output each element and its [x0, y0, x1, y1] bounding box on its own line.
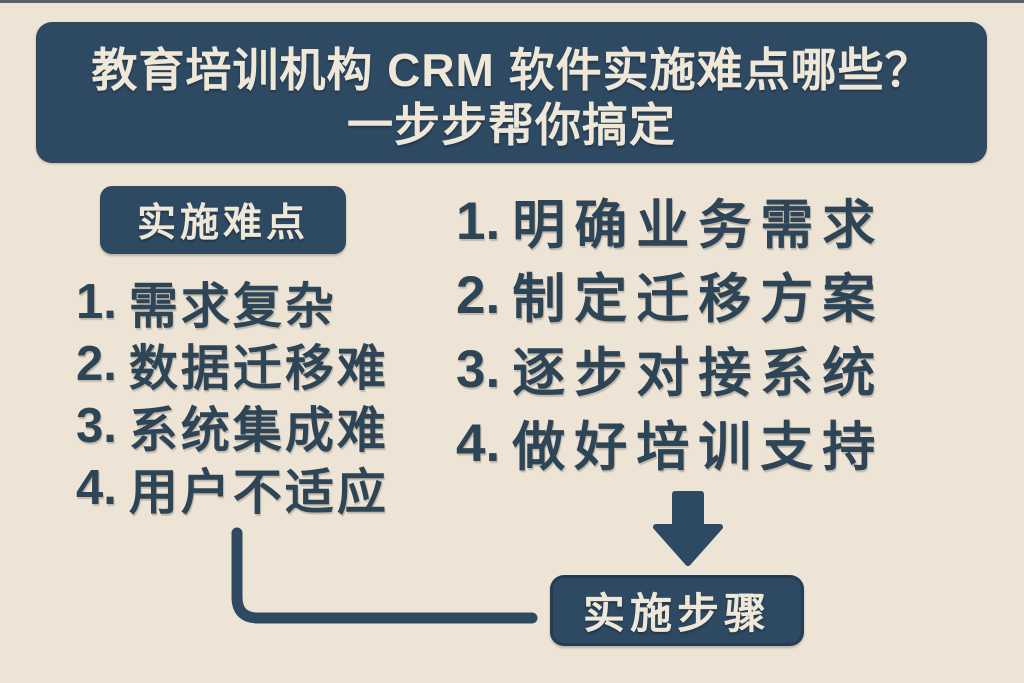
- item-number: 3.: [456, 339, 501, 399]
- steps-badge-label: 实施步骤: [582, 590, 771, 637]
- item-text: 用户不适应: [128, 465, 389, 520]
- title-line-2: 一步步帮你搞定: [347, 98, 676, 151]
- title-banner: 教育培训机构 CRM 软件实施难点哪些？ 一步步帮你搞定: [36, 22, 987, 163]
- down-arrow-icon: [650, 490, 726, 568]
- list-item: 2. 数据迁移难: [76, 333, 389, 396]
- steps-badge: 实施步骤: [550, 575, 804, 646]
- item-text: 系统集成难: [128, 403, 389, 458]
- item-text: 做好培训支持: [512, 418, 885, 477]
- item-number: 1.: [76, 275, 117, 329]
- list-item: 3. 系统集成难: [76, 395, 389, 458]
- difficulties-list: 1. 需求复杂 2. 数据迁移难 3. 系统集成难 4. 用户不适应: [76, 271, 389, 520]
- list-item: 1. 需求复杂: [76, 271, 389, 334]
- steps-list: 1. 明确业务需求 2. 制定迁移方案 3. 逐步对接系统 4. 做好培训支持: [456, 184, 884, 480]
- list-item: 4. 用户不适应: [76, 457, 389, 520]
- item-text: 明确业务需求: [512, 196, 885, 255]
- list-item: 1. 明确业务需求: [456, 184, 884, 258]
- item-number: 4.: [456, 413, 501, 473]
- item-text: 数据迁移难: [128, 341, 389, 396]
- item-number: 3.: [76, 399, 117, 453]
- list-item: 4. 做好培训支持: [456, 406, 884, 480]
- item-number: 1.: [456, 191, 501, 251]
- list-item: 2. 制定迁移方案: [456, 258, 884, 332]
- item-text: 逐步对接系统: [512, 344, 885, 403]
- top-border-line: [0, 0, 1024, 3]
- list-item: 3. 逐步对接系统: [456, 332, 884, 406]
- item-number: 2.: [456, 265, 501, 325]
- difficulties-badge-label: 实施难点: [136, 202, 309, 245]
- item-text: 制定迁移方案: [512, 270, 885, 329]
- item-text: 需求复杂: [128, 279, 337, 334]
- elbow-connector-line: [225, 525, 545, 625]
- item-number: 2.: [76, 337, 117, 391]
- item-number: 4.: [76, 461, 117, 515]
- title-line-1: 教育培训机构 CRM 软件实施难点哪些？: [91, 43, 932, 96]
- difficulties-badge: 实施难点: [100, 186, 346, 254]
